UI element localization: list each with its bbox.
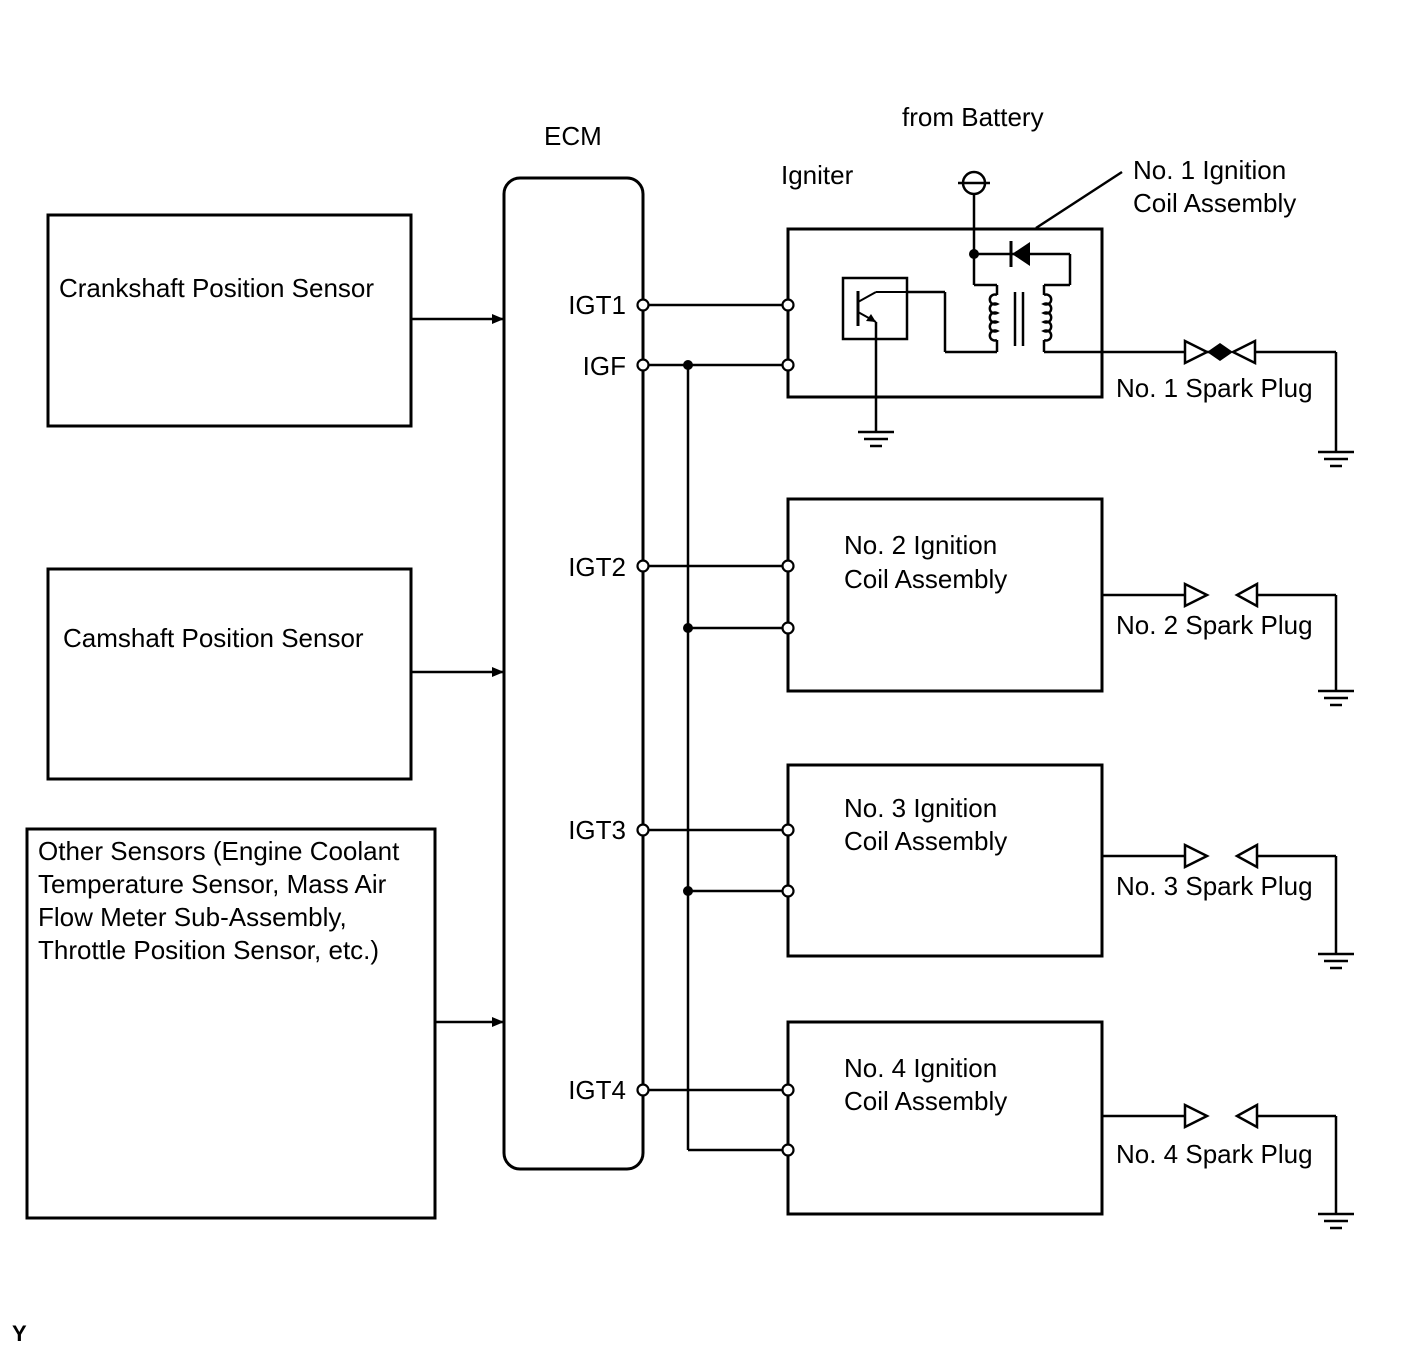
other-sensors-label-line-3: Flow Meter Sub-Assembly, — [38, 902, 347, 932]
other-sensors-label-line-2: Temperature Sensor, Mass Air — [38, 869, 387, 899]
other-sensors-label-line-1: Other Sensors (Engine Coolant — [38, 836, 400, 866]
spark-plug-3: No. 3 Spark Plug — [1102, 842, 1356, 970]
coil-1-label-line-2: Coil Assembly — [1133, 188, 1296, 218]
diode-icon — [1009, 241, 1030, 267]
plug-4-ground-icon — [1316, 1200, 1356, 1230]
pin-igt1-label: IGT1 — [568, 290, 626, 320]
coil-2-assembly: No. 2 Ignition Coil Assembly — [781, 497, 1104, 693]
spark-gap-icon — [1183, 581, 1210, 609]
ecm-title: ECM — [544, 121, 602, 151]
other-sensors-label-line-4: Throttle Position Sensor, etc.) — [38, 935, 379, 965]
camshaft-sensor-label: Camshaft Position Sensor — [63, 623, 364, 653]
coil-1-assembly: from Battery Igniter No. 1 Ignition Coil… — [781, 102, 1296, 448]
ecm-terminals — [636, 298, 650, 1097]
battery-label: from Battery — [902, 102, 1044, 132]
spark-plug-1: No. 1 Spark Plug — [1116, 338, 1356, 468]
crankshaft-sensor-box: Crankshaft Position Sensor — [46, 213, 413, 428]
spark-gap-icon — [1183, 338, 1210, 366]
igniter-label: Igniter — [781, 160, 854, 190]
plug-2-ground-icon — [1316, 677, 1356, 707]
spark-gap-icon — [1183, 842, 1210, 870]
coil-4-label-line-2: Coil Assembly — [844, 1086, 1007, 1116]
pin-igt3-label: IGT3 — [568, 815, 626, 845]
plug-3-ground-icon — [1316, 940, 1356, 970]
coil-4-label-line-1: No. 4 Ignition — [844, 1053, 997, 1083]
pin-igt4-label: IGT4 — [568, 1075, 626, 1105]
spark-plug-2-label: No. 2 Spark Plug — [1116, 610, 1313, 640]
coil-3-assembly: No. 3 Ignition Coil Assembly — [781, 763, 1104, 958]
primary-winding-icon — [988, 293, 1000, 342]
ecm-output-wiring — [643, 303, 787, 1152]
spark-plug-2: No. 2 Spark Plug — [1102, 581, 1356, 707]
spark-gap-icon — [1183, 1102, 1210, 1130]
igniter-ground-icon — [856, 418, 896, 448]
plug-1-ground-icon — [1316, 438, 1356, 468]
other-sensors-box: Other Sensors (Engine Coolant Temperatur… — [25, 827, 437, 1220]
spark-plug-3-label: No. 3 Spark Plug — [1116, 871, 1313, 901]
pin-igf-label: IGF — [583, 351, 626, 381]
coil-1-leader-line — [1035, 170, 1123, 230]
spark-plug-4-label: No. 4 Spark Plug — [1116, 1139, 1313, 1169]
camshaft-sensor-box: Camshaft Position Sensor — [46, 567, 413, 781]
coil-3-label-line-2: Coil Assembly — [844, 826, 1007, 856]
pin-igt2-label: IGT2 — [568, 552, 626, 582]
coil-4-assembly: No. 4 Ignition Coil Assembly — [781, 1020, 1104, 1216]
secondary-winding-icon — [1041, 293, 1053, 342]
crankshaft-sensor-label: Crankshaft Position Sensor — [59, 273, 374, 303]
spark-plug-4: No. 4 Spark Plug — [1102, 1102, 1356, 1230]
battery-terminal-icon — [958, 170, 990, 196]
coil-3-label-line-1: No. 3 Ignition — [844, 793, 997, 823]
spark-plug-1-label: No. 1 Spark Plug — [1116, 373, 1313, 403]
coil-2-label-line-1: No. 2 Ignition — [844, 530, 997, 560]
coil-2-label-line-2: Coil Assembly — [844, 564, 1007, 594]
coil-1-label-line-1: No. 1 Ignition — [1133, 155, 1286, 185]
corner-mark: Y — [12, 1321, 27, 1346]
ecm-block: ECM IGT1 IGF IGT2 IGT3 IGT4 — [502, 121, 645, 1171]
